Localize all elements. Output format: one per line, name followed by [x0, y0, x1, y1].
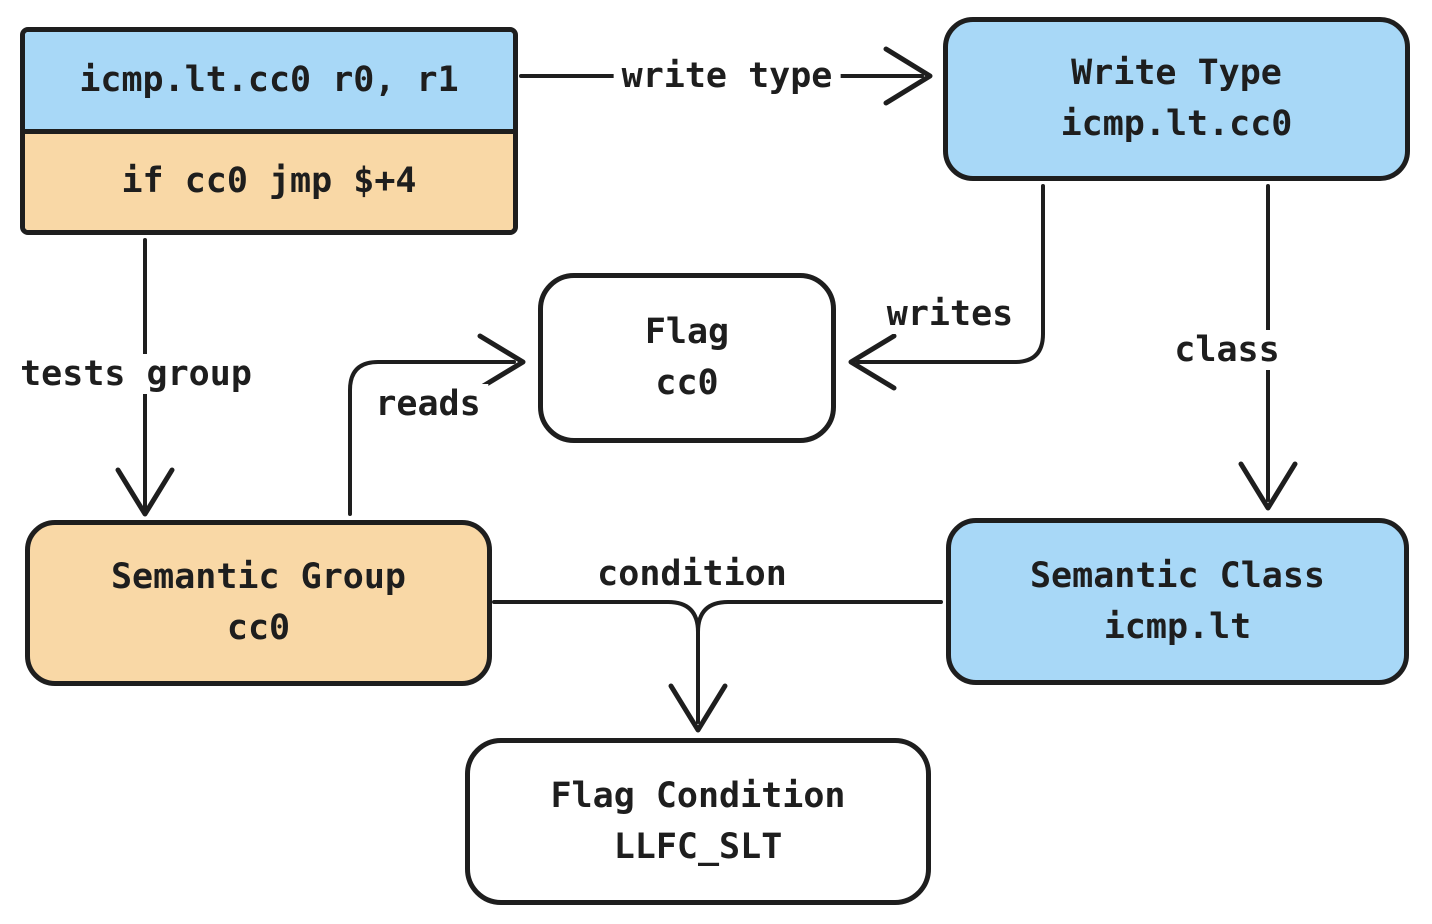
- node-flag: Flag cc0: [538, 273, 836, 443]
- edge-writes-line: [856, 184, 1045, 364]
- edge-condition-right-line: [696, 600, 943, 634]
- semantic-group-value: cc0: [226, 608, 291, 648]
- arrowhead-condition-icon: [668, 683, 728, 733]
- arrowhead-write-type-icon: [883, 46, 933, 106]
- arrowhead-writes-icon: [848, 333, 897, 391]
- arrowhead-tests-group-icon: [115, 467, 175, 517]
- semantic-group-title: Semantic Group: [110, 557, 406, 598]
- node-write-type: Write Type icmp.lt.cc0: [943, 17, 1410, 181]
- flag-condition-title: Flag Condition: [550, 775, 846, 816]
- instruction-branch-text: if cc0 jmp $+4: [121, 161, 417, 202]
- node-semantic-group: Semantic Group cc0: [25, 520, 492, 686]
- edge-condition-left-line: [492, 600, 700, 724]
- edge-label-write-type: write type: [613, 56, 841, 96]
- edge-reads-line: [348, 360, 516, 516]
- arrowhead-reads-icon: [477, 333, 526, 391]
- node-flag-condition: Flag Condition LLFC_SLT: [465, 738, 931, 905]
- arrowhead-class-icon: [1238, 461, 1298, 511]
- flag-condition-value: LLFC_SLT: [613, 826, 783, 867]
- flag-title: Flag: [644, 312, 730, 353]
- edge-label-reads: reads: [367, 384, 489, 424]
- instruction-branch-row: if cc0 jmp $+4: [25, 128, 513, 230]
- write-type-value: icmp.lt.cc0: [1060, 104, 1293, 144]
- flag-value: cc0: [655, 363, 719, 403]
- edge-label-writes: writes: [878, 294, 1022, 334]
- instruction-compare-text: icmp.lt.cc0 r0, r1: [79, 59, 459, 100]
- semantic-class-value: icmp.lt: [1103, 606, 1252, 647]
- semantic-class-title: Semantic Class: [1029, 555, 1325, 596]
- node-semantic-class: Semantic Class icmp.lt: [946, 518, 1409, 685]
- write-type-title: Write Type: [1071, 53, 1282, 94]
- edge-label-condition: condition: [589, 554, 795, 594]
- instruction-compare-row: icmp.lt.cc0 r0, r1: [25, 32, 513, 129]
- edge-label-class: class: [1166, 330, 1288, 370]
- node-instruction: icmp.lt.cc0 r0, r1 if cc0 jmp $+4: [20, 27, 518, 235]
- edge-label-tests-group: tests group: [12, 354, 260, 394]
